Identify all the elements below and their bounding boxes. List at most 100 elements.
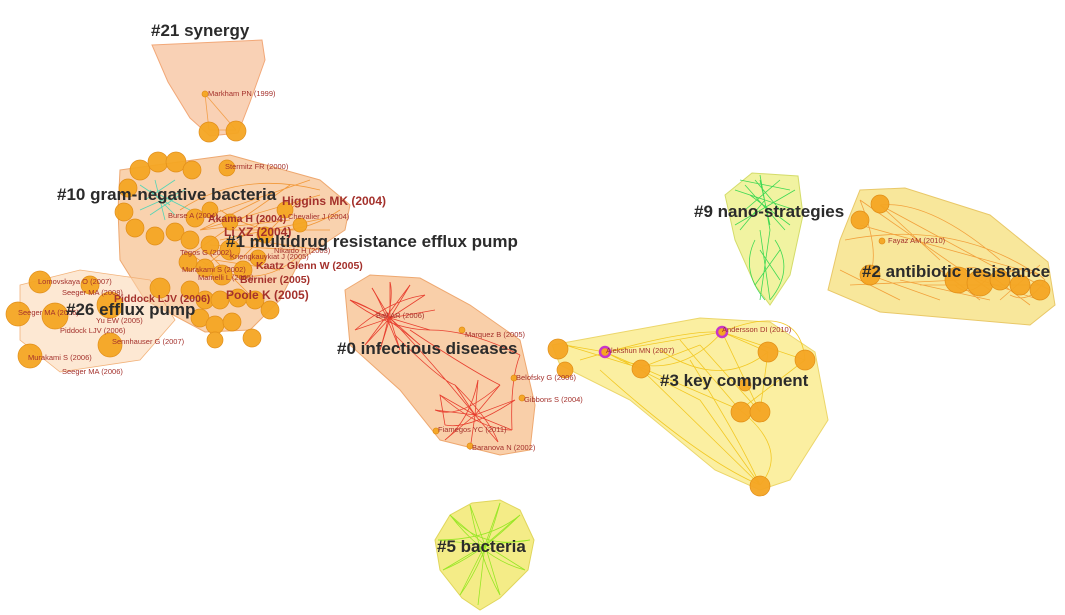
node[interactable] <box>198 121 220 143</box>
node[interactable] <box>518 394 526 402</box>
node[interactable] <box>114 202 134 222</box>
node[interactable] <box>749 401 771 423</box>
cluster-label-multidrug: #1 multidrug resistance efflux pump <box>226 232 518 251</box>
links-bacteria <box>437 502 531 606</box>
node[interactable] <box>245 290 265 310</box>
node[interactable] <box>510 374 518 382</box>
node[interactable] <box>205 315 225 335</box>
node[interactable] <box>165 222 185 242</box>
ref-label: Li XZ (2004) <box>224 225 291 239</box>
node[interactable] <box>147 151 169 173</box>
ref-label: Fiamegos YC (2011) <box>438 425 507 434</box>
cluster-label-synergy: #21 synergy <box>151 21 250 40</box>
node[interactable] <box>5 301 31 327</box>
node[interactable] <box>276 201 294 219</box>
node[interactable] <box>96 291 124 319</box>
cluster-label-bacteria: #5 bacteria <box>437 537 526 556</box>
cluster-label-nano: #9 nano-strategies <box>694 202 844 221</box>
node[interactable] <box>28 270 52 294</box>
node[interactable] <box>206 331 224 349</box>
ref-label: Piddock LJV (2006) <box>60 326 126 335</box>
node[interactable] <box>1029 279 1051 301</box>
node[interactable] <box>180 230 200 250</box>
node[interactable] <box>730 401 752 423</box>
node[interactable] <box>125 218 145 238</box>
node[interactable] <box>859 264 881 286</box>
node[interactable] <box>218 159 236 177</box>
ref-label: Kaatz Glenn W (2005) <box>256 260 363 272</box>
node-highlighted[interactable] <box>715 325 729 339</box>
node[interactable] <box>242 328 262 348</box>
cluster-label-efflux: #26 efflux pump <box>66 300 195 319</box>
node[interactable] <box>631 359 651 379</box>
node[interactable] <box>221 213 239 231</box>
node[interactable] <box>165 151 187 173</box>
node[interactable] <box>201 90 209 98</box>
node[interactable] <box>870 194 890 214</box>
node[interactable] <box>256 226 274 244</box>
node[interactable] <box>260 300 280 320</box>
node[interactable] <box>195 258 215 278</box>
node[interactable] <box>200 235 220 255</box>
node[interactable] <box>292 217 308 233</box>
links-nano <box>734 174 796 301</box>
node[interactable] <box>1009 274 1031 296</box>
ref-label: Gibbons S (2004) <box>524 395 583 404</box>
node[interactable] <box>757 341 779 363</box>
ref-label: Fayaz AM (2010) <box>888 236 946 245</box>
ref-label: Bernier (2005) <box>240 274 310 286</box>
node[interactable] <box>129 159 151 181</box>
ref-label: Markham PN (1999) <box>208 89 276 98</box>
cluster-label-gram-negative: #10 gram-negative bacteria <box>57 185 277 204</box>
node[interactable] <box>222 312 242 332</box>
node[interactable] <box>211 264 233 286</box>
node[interactable] <box>989 269 1011 291</box>
ref-label: Baranova N (2002) <box>472 443 536 452</box>
cluster-labels: #21 synergy #10 gram-negative bacteria #… <box>57 21 1050 556</box>
node[interactable] <box>556 361 574 379</box>
node[interactable] <box>178 252 198 272</box>
ref-label: Ball AR (2006) <box>376 311 425 320</box>
ref-label: Seeger MA (2006) <box>18 308 79 317</box>
node[interactable] <box>219 239 241 261</box>
node[interactable] <box>878 237 886 245</box>
node[interactable] <box>547 338 569 360</box>
node[interactable] <box>118 178 138 198</box>
node[interactable] <box>17 343 43 369</box>
node[interactable] <box>432 427 440 435</box>
node[interactable] <box>749 475 771 497</box>
ref-label: Piddock LJV (2006) <box>114 293 210 305</box>
cluster-label-antibiotic: #2 antibiotic resistance <box>862 262 1050 281</box>
hull-nano <box>724 172 804 306</box>
node[interactable] <box>850 210 870 230</box>
node[interactable] <box>225 120 247 142</box>
ref-label: Seeger MA (2006) <box>62 367 123 376</box>
node-highlighted[interactable] <box>598 345 612 359</box>
node[interactable] <box>41 302 69 330</box>
ref-label: Burse A (2004) <box>168 211 218 220</box>
hull-synergy <box>151 39 266 137</box>
node[interactable] <box>458 326 466 334</box>
ref-label: Yu EW (2005) <box>96 316 143 325</box>
node[interactable] <box>185 208 205 228</box>
hull-key <box>551 317 829 491</box>
node[interactable] <box>182 160 202 180</box>
node[interactable] <box>80 275 100 295</box>
hull-bacteria <box>434 499 535 611</box>
ref-label: Andersson DI (2010) <box>722 325 792 334</box>
node[interactable] <box>466 442 474 450</box>
cluster-hulls <box>19 39 1056 611</box>
node[interactable] <box>794 349 816 371</box>
node[interactable] <box>180 280 200 300</box>
ref-label: Tegos G (2002) <box>180 248 232 257</box>
node[interactable] <box>249 249 267 267</box>
node[interactable] <box>145 226 165 246</box>
ref-label: Murakami S (2002) <box>182 265 246 274</box>
node[interactable] <box>738 378 752 392</box>
node[interactable] <box>97 332 123 358</box>
node[interactable] <box>201 201 219 219</box>
node[interactable] <box>149 277 171 299</box>
node[interactable] <box>233 260 253 280</box>
